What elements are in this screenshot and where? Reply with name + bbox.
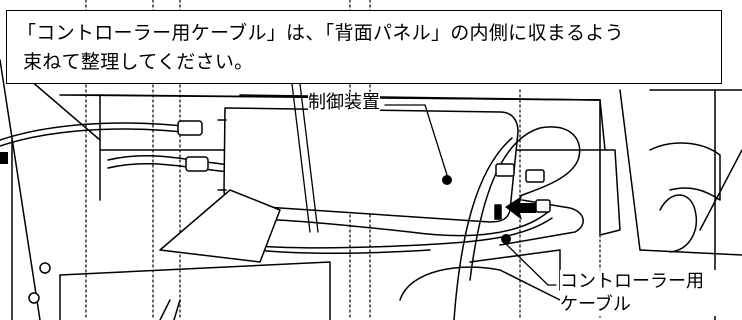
right-bracket [649, 142, 742, 253]
insert-arrow [505, 196, 536, 220]
instruction-text: 「コントローラー用ケーブル」は、「背面パネル」の内側に収まるよう 束ねて整理して… [17, 19, 717, 77]
controller-label: 制御装置 [308, 92, 380, 114]
controller-marker-dot [442, 175, 452, 185]
edge-tab [0, 152, 8, 164]
leader-lines [291, 83, 557, 286]
instruction-callout: 「コントローラー用ケーブル」は、「背面パネル」の内側に収まるよう 束ねて整理して… [6, 10, 722, 84]
frame-lines [0, 59, 742, 320]
cable-connectors [494, 163, 551, 220]
cable-marker-dot [501, 234, 511, 244]
instruction-line-2: 束ねて整理してください。 [23, 51, 254, 73]
cable-label-line-2: ケーブル [560, 294, 631, 315]
cable-label-line-1: コントローラー用 [560, 271, 704, 292]
lower-structure [28, 189, 561, 320]
left-cables [0, 120, 231, 173]
controller-cable-label: コントローラー用 ケーブル [560, 270, 740, 316]
instruction-line-1: 「コントローラー用ケーブル」は、「背面パネル」の内側に収まるよう [17, 22, 624, 44]
